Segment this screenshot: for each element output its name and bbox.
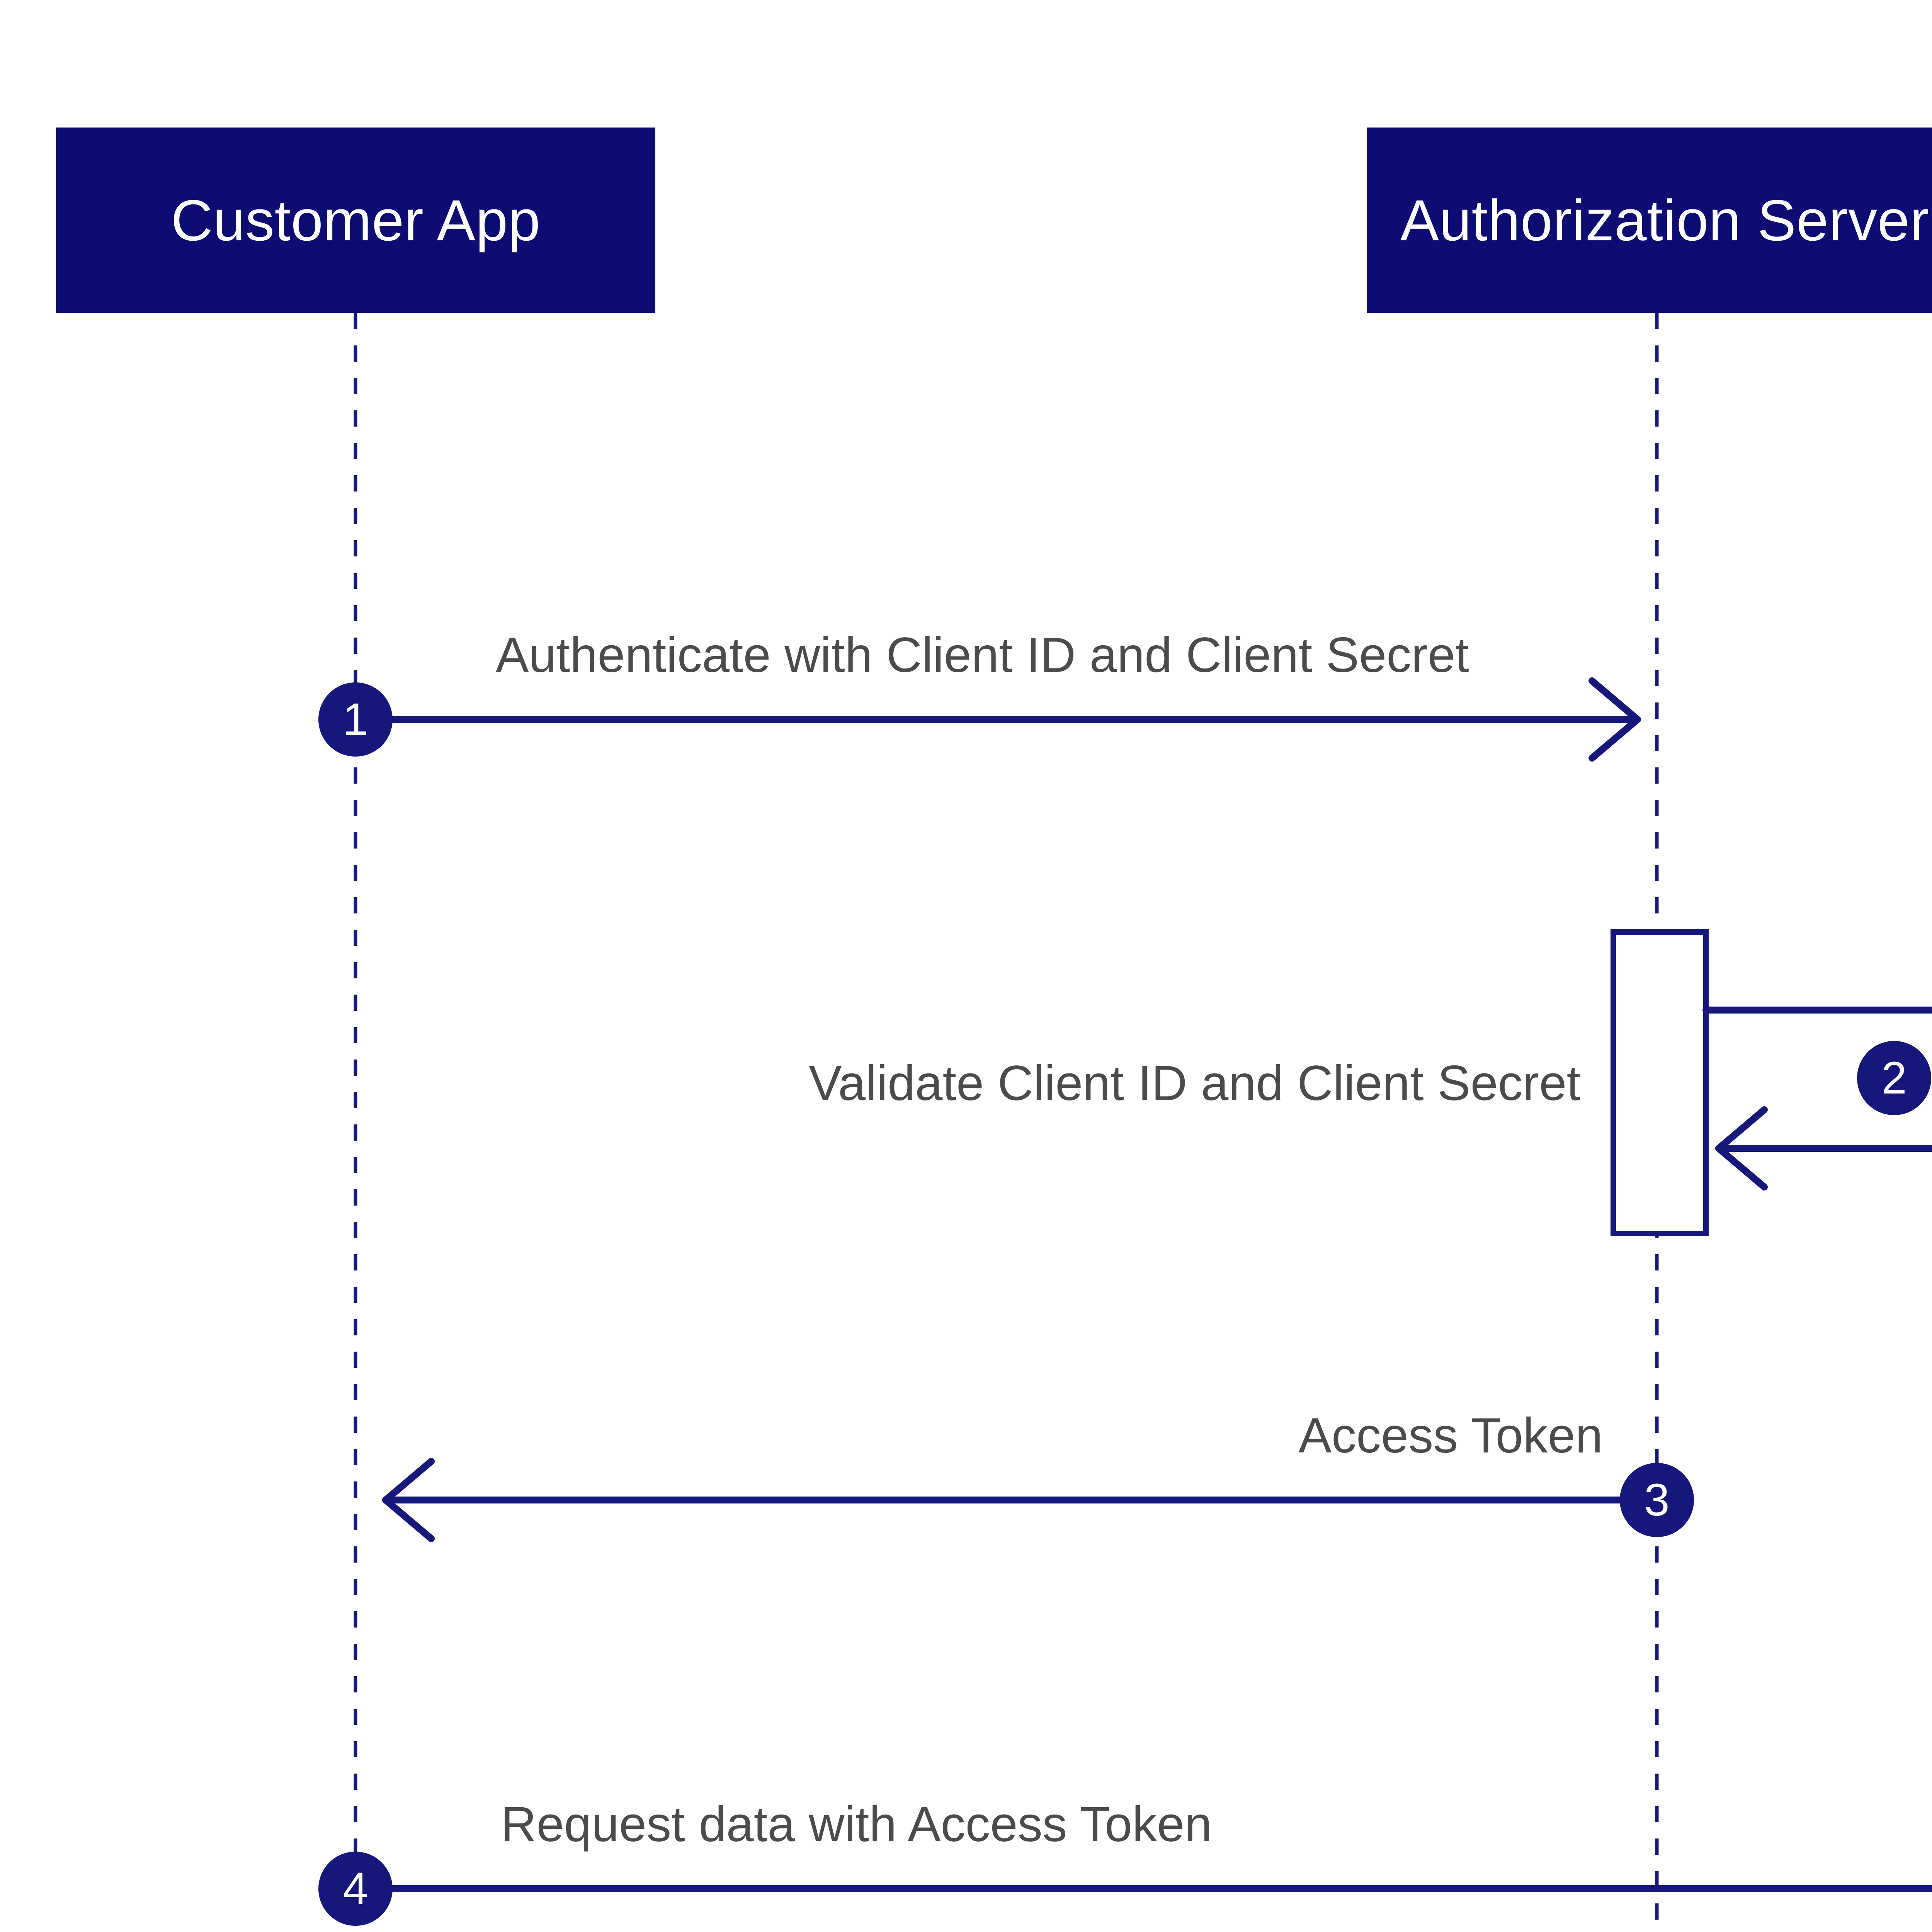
step-badge-3[interactable]: 3 [1620,1463,1694,1537]
message-arrow-3 [382,1458,1660,1542]
step-badge-3-number: 3 [1644,1475,1670,1526]
participant-label-authorization-server: Authorization Server [1400,187,1929,253]
step-badge-1-number: 1 [343,694,368,745]
step-badge-1[interactable]: 1 [318,682,393,757]
participant-header-authorization-server[interactable]: Authorization Server [1367,128,1932,313]
message-arrow-2-self-loop [1702,1007,1932,1190]
step-badge-4[interactable]: 4 [318,1852,393,1926]
message-arrow-1 [352,677,1641,762]
message-label-3: Access Token [1298,1408,1603,1463]
participant-label-customer-app: Customer App [171,187,541,253]
step-badge-4-number: 4 [343,1863,368,1914]
lifelines-group [354,313,1659,1932]
participant-header-customer-app[interactable]: Customer App [56,128,655,313]
message-label-1: Authenticate with Client ID and Client S… [496,628,1469,683]
message-label-2: Validate Client ID and Client Secret [809,1056,1580,1111]
message-arrow-4 [352,1885,1932,1892]
activation-bar-authorization-server [1611,929,1709,1236]
step-badge-2-number: 2 [1881,1053,1907,1104]
step-badge-2[interactable]: 2 [1857,1041,1931,1115]
message-label-4: Request data with Access Token [501,1797,1212,1852]
